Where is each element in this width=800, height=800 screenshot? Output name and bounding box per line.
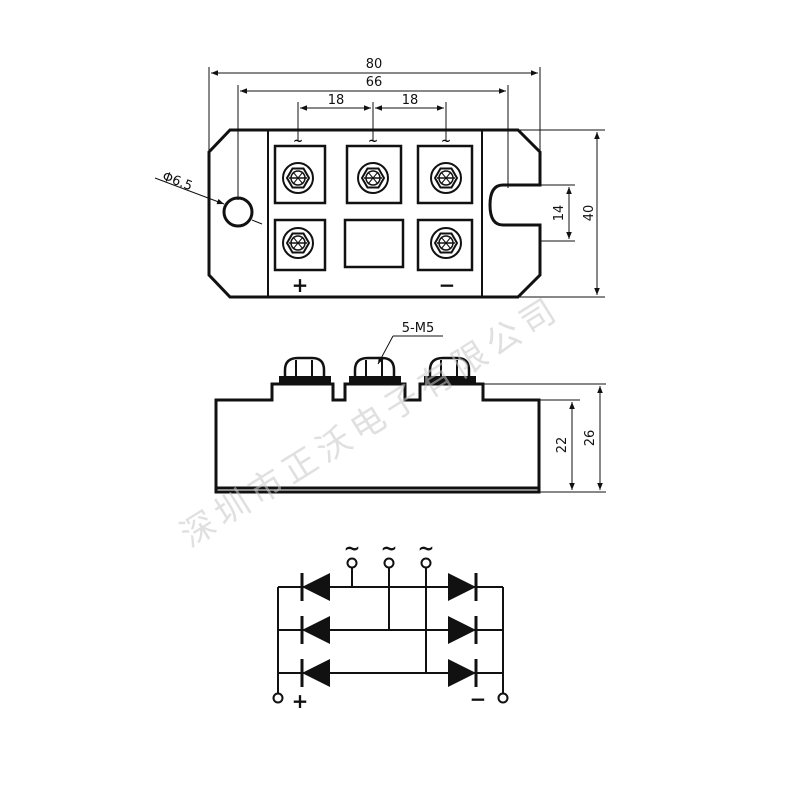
side-screw	[279, 356, 331, 384]
terminal-mark-ac2: ~	[368, 134, 378, 148]
diode	[446, 614, 478, 646]
diode	[300, 657, 332, 689]
terminal-housing	[267, 129, 483, 298]
dim-body-height: 22	[555, 437, 570, 454]
terminal-screw	[282, 227, 314, 259]
dc-plus-terminal	[272, 692, 284, 704]
dim-pitch-left: 18	[328, 93, 345, 108]
terminal-mark-plus: +	[292, 273, 309, 297]
minus-label: −	[470, 687, 487, 711]
diode	[446, 571, 478, 603]
terminal-mark-ac1: ~	[293, 134, 303, 148]
side-view: 5-M5 26 22	[214, 321, 606, 494]
terminal-mark-minus: −	[439, 273, 456, 297]
side-screw	[349, 356, 401, 384]
screw-callout: 5-M5	[402, 321, 434, 336]
terminal-screw	[430, 162, 462, 194]
dim-overall-length: 80	[366, 57, 383, 72]
module-outline	[207, 128, 542, 299]
ac-terminal	[346, 557, 358, 569]
top-view: ~ ~ ~ + − 80 66 18 18 Φ6.5 40	[154, 57, 605, 299]
ac-terminal	[420, 557, 432, 569]
ac-terminal	[383, 557, 395, 569]
diode	[300, 571, 332, 603]
dim-total-height: 26	[583, 430, 598, 447]
center-window	[343, 218, 405, 269]
plus-label: +	[292, 689, 309, 713]
terminal-mark-ac3: ~	[441, 134, 451, 148]
dim-hole-diameter: Φ6.5	[160, 169, 194, 194]
dim-module-width: 40	[582, 205, 597, 222]
terminal-screw	[430, 227, 462, 259]
diode	[446, 657, 478, 689]
side-screw	[424, 356, 476, 384]
dim-pitch-right: 18	[402, 93, 419, 108]
terminal-screw	[282, 162, 314, 194]
dc-minus-terminal	[497, 692, 509, 704]
dim-mount-spacing: 66	[366, 75, 383, 90]
ac-label: ~	[344, 536, 361, 560]
dim-slot-width: 14	[552, 205, 567, 222]
ac-label: ~	[418, 536, 435, 560]
ac-label: ~	[381, 536, 398, 560]
diode	[300, 614, 332, 646]
mounting-hole	[222, 196, 254, 228]
terminal-screw	[357, 162, 389, 194]
